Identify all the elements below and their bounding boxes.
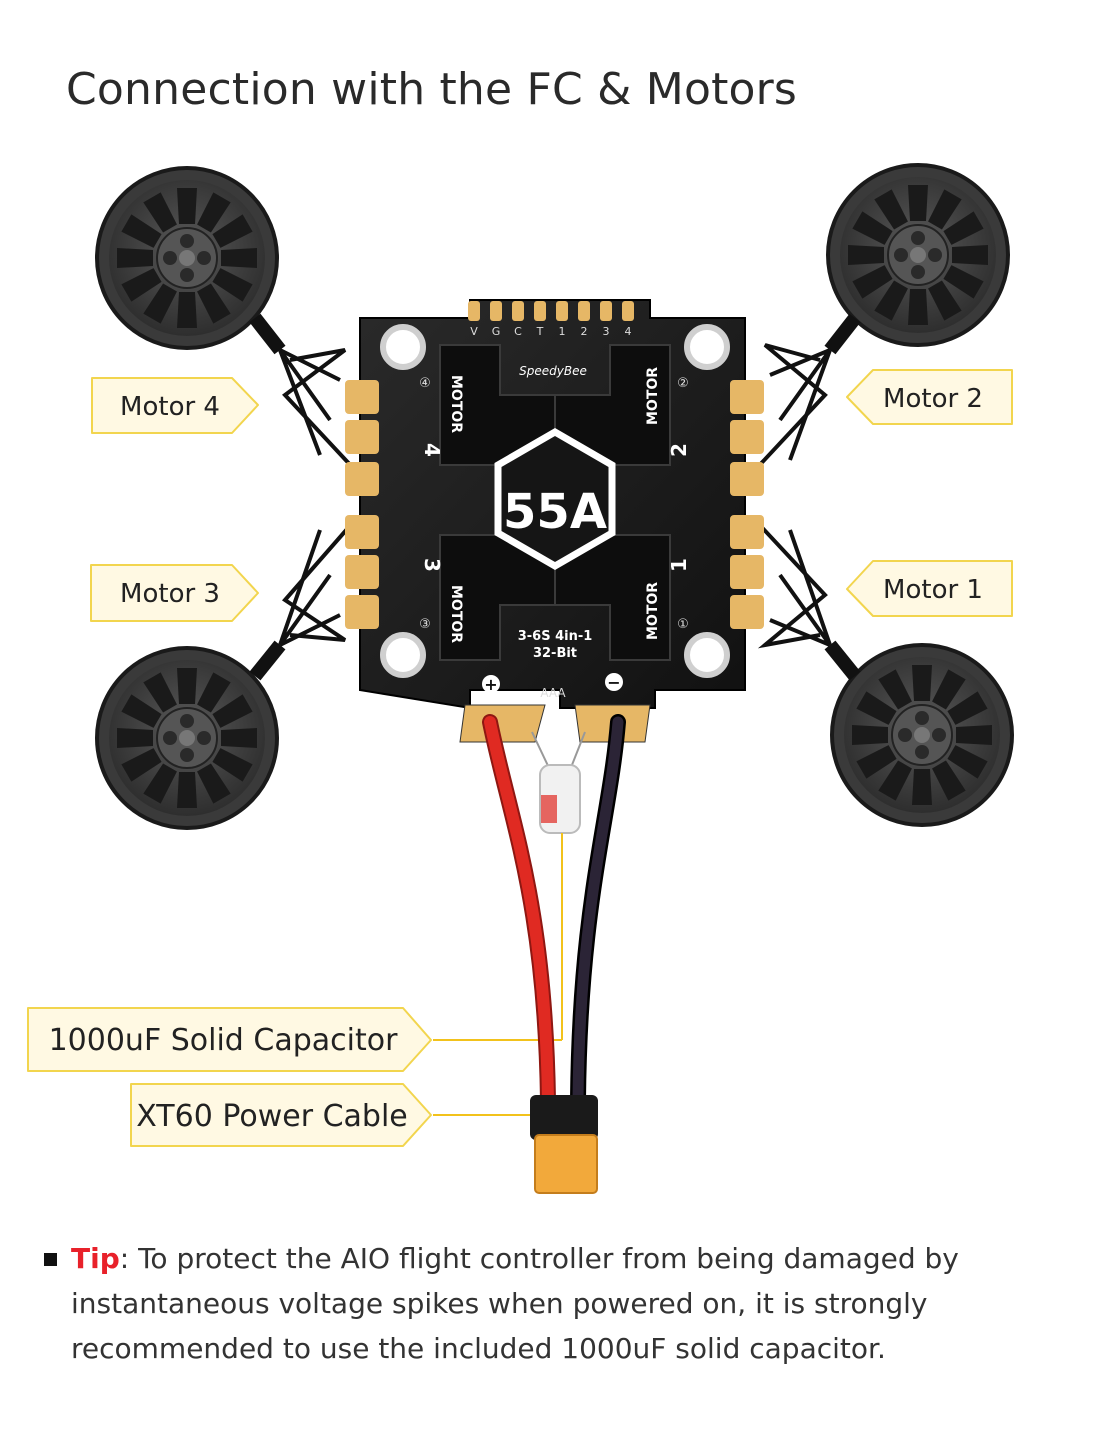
motor-number: 4	[420, 443, 444, 457]
pin-label: G	[492, 325, 501, 338]
pin-label: 1	[559, 325, 566, 338]
label-motor-1-text: Motor 1	[883, 575, 983, 605]
motor-word: MOTOR	[645, 367, 661, 425]
mount-number: ②	[677, 376, 689, 391]
tip-text: : To protect the AIO flight controller f…	[71, 1242, 959, 1365]
label-motor-4: Motor 4	[91, 377, 259, 434]
bullet-square-icon	[44, 1253, 57, 1266]
tip-keyword: Tip	[71, 1242, 120, 1275]
motor-4-image	[95, 166, 279, 350]
page-title: Connection with the FC & Motors	[66, 64, 798, 115]
mount-number: ④	[419, 376, 431, 391]
label-motor-4-text: Motor 4	[120, 392, 220, 422]
pin-label: T	[536, 325, 544, 338]
label-power-cable-text: XT60 Power Cable	[136, 1099, 407, 1134]
tip-body: Tip: To protect the AIO flight controlle…	[44, 1236, 1004, 1371]
label-motor-3: Motor 3	[90, 564, 259, 622]
mount-number: ③	[419, 617, 431, 632]
pin-label: C	[514, 325, 522, 338]
label-capacitor: 1000uF Solid Capacitor	[27, 1007, 432, 1072]
label-motor-1: Motor 1	[846, 560, 1013, 617]
motor-3-image	[95, 646, 279, 830]
brand-text: SpeedyBee	[519, 364, 587, 378]
label-power-cable: XT60 Power Cable	[130, 1083, 432, 1147]
label-motor-3-text: Motor 3	[120, 579, 220, 609]
minus-marker	[605, 673, 623, 691]
motor-word: MOTOR	[645, 582, 661, 640]
label-motor-2-text: Motor 2	[883, 384, 983, 414]
motor-word: MOTOR	[448, 585, 464, 643]
capacitor-image	[433, 731, 586, 1041]
motor-number: 1	[667, 558, 691, 572]
plus-marker	[482, 675, 500, 693]
power-wires	[482, 714, 626, 1108]
motor-word: MOTOR	[448, 375, 464, 433]
spec-line-1: 3-6S 4in-1	[518, 629, 593, 644]
pin-label: 2	[581, 325, 588, 338]
pin-label: 3	[603, 325, 610, 338]
label-capacitor-text: 1000uF Solid Capacitor	[49, 1023, 399, 1058]
spec-line-2: 32-Bit	[533, 646, 577, 661]
pin-label: 4	[625, 325, 632, 338]
motor-wires	[249, 313, 861, 681]
rating-text: 55A	[503, 484, 607, 540]
header-pin-labels: V G C T 1 2 3 4	[470, 325, 631, 338]
motor-number: 2	[667, 443, 691, 457]
xt60-connector-image	[433, 1095, 598, 1194]
pin-label: V	[470, 325, 478, 338]
esc-board: V G C T 1 2 3 4	[345, 299, 764, 743]
label-motor-2: Motor 2	[846, 369, 1013, 425]
minus-sign: −	[607, 673, 620, 692]
plus-sign: +	[484, 675, 497, 694]
motor-number: 3	[420, 558, 444, 572]
pad-label: AAA	[540, 686, 566, 700]
mount-number: ①	[677, 617, 689, 632]
tip-note: Tip: To protect the AIO flight controlle…	[44, 1236, 1004, 1371]
